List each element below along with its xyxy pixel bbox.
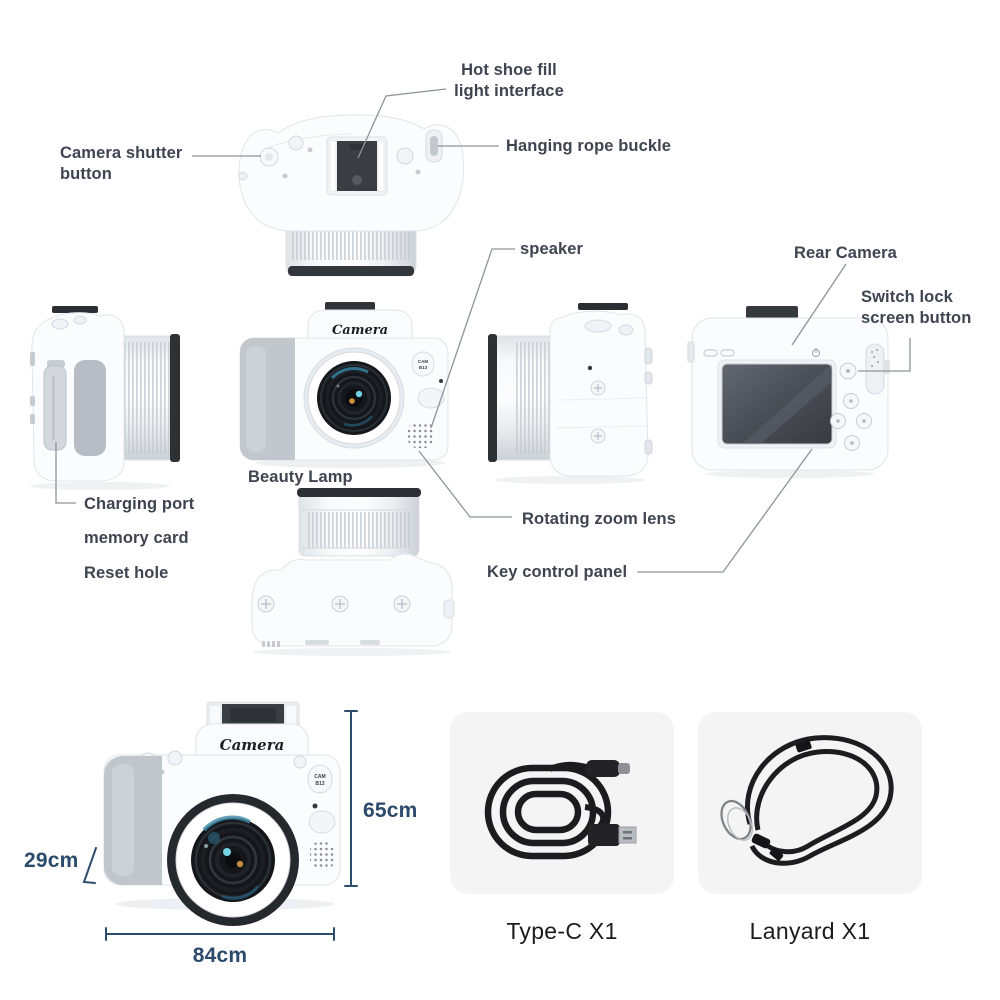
callout-switch-lock-line2: screen button: [861, 309, 972, 328]
typec-card: [450, 712, 674, 894]
callout-rotating-zoom-lens: Rotating zoom lens: [522, 510, 676, 528]
speaker-grille: [310, 842, 334, 870]
callout-charging-port: Charging port: [84, 495, 195, 513]
callout-port-group: Charging port memory card Reset hole: [84, 494, 194, 584]
strap-buckle: [425, 129, 443, 163]
svg-text:CAM: CAM: [314, 774, 325, 780]
switch-lock-button: [839, 362, 857, 380]
callout-hot-shoe-line2: light interface: [454, 82, 564, 101]
key-control-panel: [830, 362, 872, 451]
callout-rear-camera: Rear Camera: [794, 244, 897, 262]
model-badge: [307, 764, 333, 794]
zoom-lens: [303, 347, 405, 449]
hot-shoe: [337, 141, 377, 191]
dimension-width: 84cm: [192, 944, 248, 967]
camera-top-view: [238, 114, 465, 277]
callout-reset-hole: Reset hole: [84, 563, 169, 582]
hot-shoe-plate: [326, 136, 388, 196]
lanyard-label: Lanyard X1: [749, 918, 871, 944]
camera-rear-view: [687, 306, 890, 478]
callout-speaker: speaker: [520, 240, 584, 258]
dimension-depth: 29cm: [24, 849, 79, 872]
callout-hanging-rope-buckle: Hanging rope buckle: [506, 137, 672, 155]
svg-text:B13: B13: [315, 781, 324, 787]
callout-key-control-panel: Key control panel: [487, 563, 628, 581]
callout-shutter-line2: button: [60, 165, 112, 184]
camera-left-side-view: [30, 306, 180, 490]
shutter-button: [259, 147, 279, 167]
dimension-lines: [82, 710, 358, 941]
lens-front-rim: [170, 334, 180, 462]
lcd-screen: [721, 363, 833, 445]
speaker-grille: [408, 422, 434, 448]
dimension-height: 65cm: [363, 799, 418, 822]
svg-text:B13: B13: [419, 365, 428, 370]
callout-camera-shutter-button: Camera shutter button: [60, 143, 205, 186]
svg-text:CAM: CAM: [418, 359, 428, 364]
camera-right-side-view: [488, 303, 653, 484]
rear-camera-viewfinder: [758, 332, 790, 353]
brand-logo: Camera: [220, 736, 285, 754]
camera-front-view: Camera CAM B13: [239, 302, 449, 468]
hand-grip: [104, 756, 162, 885]
model-badge: [411, 351, 435, 377]
hand-grip: [240, 338, 295, 460]
callout-hot-shoe-line1: Hot shoe fill: [461, 61, 557, 79]
brand-logo: Camera: [332, 323, 388, 338]
callout-switch-lock-screen-button: Switch lock screen button: [861, 287, 981, 330]
callout-shutter-line1: Camera shutter: [60, 144, 183, 162]
camera-bottom-view: [251, 488, 455, 656]
zoom-lens: [167, 794, 299, 926]
typec-label: Type-C X1: [506, 918, 618, 944]
callout-beauty-lamp: Beauty Lamp: [248, 468, 353, 486]
lanyard-card: [698, 712, 922, 894]
camera-dimension-view: Camera CAM B13: [103, 701, 341, 926]
beauty-lamp-button: [417, 387, 445, 409]
callout-memory-card: memory card: [84, 529, 189, 548]
callout-hot-shoe: Hot shoe fill light interface: [448, 60, 570, 103]
callout-switch-lock-line1: Switch lock: [861, 288, 953, 306]
hot-shoe: [222, 704, 284, 728]
charging-port-door: [43, 365, 67, 451]
